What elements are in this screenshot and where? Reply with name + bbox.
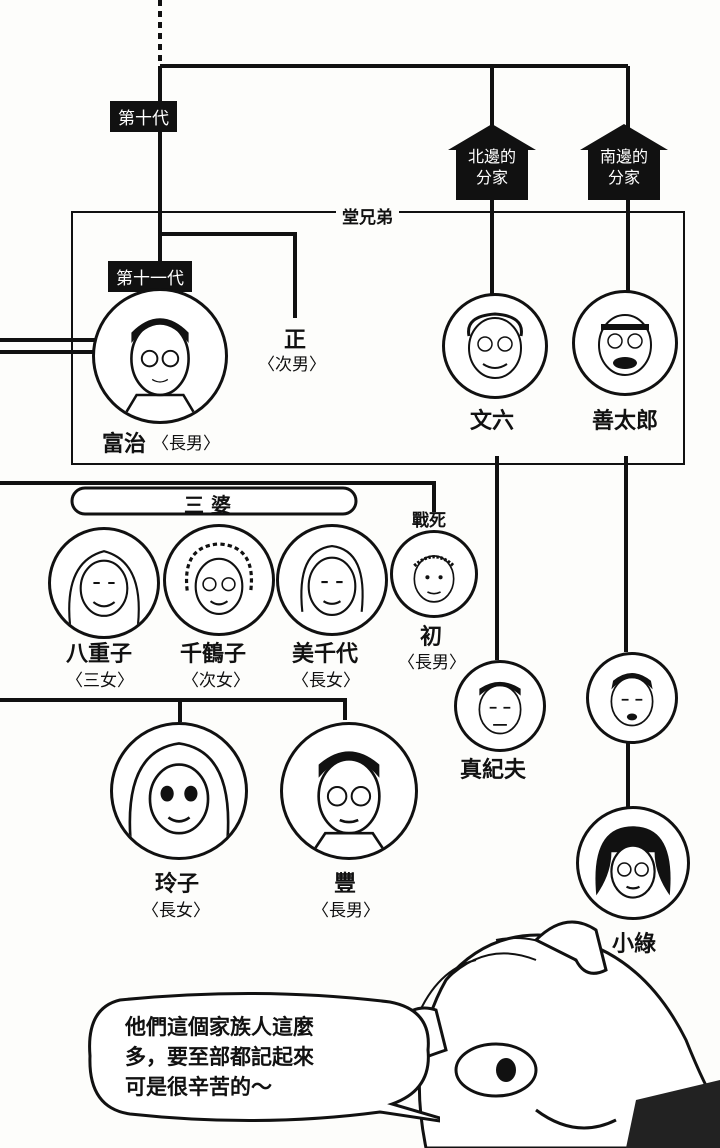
yutaka-relation: 〈長男〉 (312, 901, 380, 921)
north-branch-arrow: 北邊的分家 (448, 124, 536, 200)
war-dead-label: 戰死 (412, 511, 446, 531)
zentaro-portrait (572, 290, 678, 396)
hajime-name: 初 (420, 624, 443, 650)
makio-portrait (454, 660, 546, 752)
yutaka-portrait (280, 722, 418, 860)
speech-line-3: 可是很辛苦的～ (125, 1075, 272, 1099)
bunroku-name: 文六 (470, 408, 515, 434)
kohru-portrait (576, 806, 690, 920)
chizuko-relation: 〈次女〉 (182, 671, 250, 691)
yaeko-portrait (48, 527, 160, 639)
michiyo-relation: 〈長女〉 (292, 671, 360, 691)
south-branch-arrow: 南邊的分家 (580, 124, 668, 200)
chizuko-portrait (163, 524, 275, 636)
cousins-label: 堂兄弟 (336, 203, 399, 228)
speech-line-2: 多，要至部都記起來 (125, 1045, 314, 1069)
hajime-portrait (390, 530, 478, 618)
sanpo-label: 三 婆 (184, 493, 231, 517)
speech-line-1: 他們這個家族人這麼 (125, 1015, 314, 1039)
speech-text: 他們這個家族人這麼 多，要至部都記起來 可是很辛苦的～ (125, 1012, 415, 1102)
zentaro-name: 善太郎 (592, 408, 659, 434)
makio-name: 真紀夫 (460, 757, 527, 783)
reiko-relation: 〈長女〉 (142, 901, 210, 921)
reiko-name: 玲子 (155, 871, 200, 897)
north-branch-label: 北邊的分家 (467, 147, 516, 187)
michiyo-name: 美千代 (292, 641, 359, 667)
tomiji-portrait (92, 288, 228, 424)
character-illustration (386, 920, 720, 1148)
south-branch-label: 南邊的分家 (599, 147, 648, 187)
kohru-name: 小綠 (612, 931, 657, 957)
generation-11-badge: 第十一代 (108, 261, 192, 292)
yaeko-name: 八重子 (66, 641, 133, 667)
bunroku-portrait (442, 293, 548, 399)
zentaro-son-portrait (586, 652, 678, 744)
tomiji-relation: 〈長男〉 (152, 434, 220, 454)
reiko-portrait (110, 722, 248, 860)
tomiji-name: 富治 (102, 431, 147, 457)
hajime-relation: 〈長男〉 (398, 653, 466, 673)
tadashi-relation: 〈次男〉 (258, 355, 326, 375)
speech-bubble: 他們這個家族人這麼 多，要至部都記起來 可是很辛苦的～ (80, 990, 440, 1130)
tadashi-name: 正 (284, 327, 307, 353)
yutaka-name: 豐 (334, 871, 357, 897)
yaeko-relation: 〈三女〉 (66, 671, 134, 691)
chizuko-name: 千鶴子 (180, 641, 247, 667)
michiyo-portrait (276, 524, 388, 636)
generation-10-badge: 第十代 (110, 101, 177, 132)
